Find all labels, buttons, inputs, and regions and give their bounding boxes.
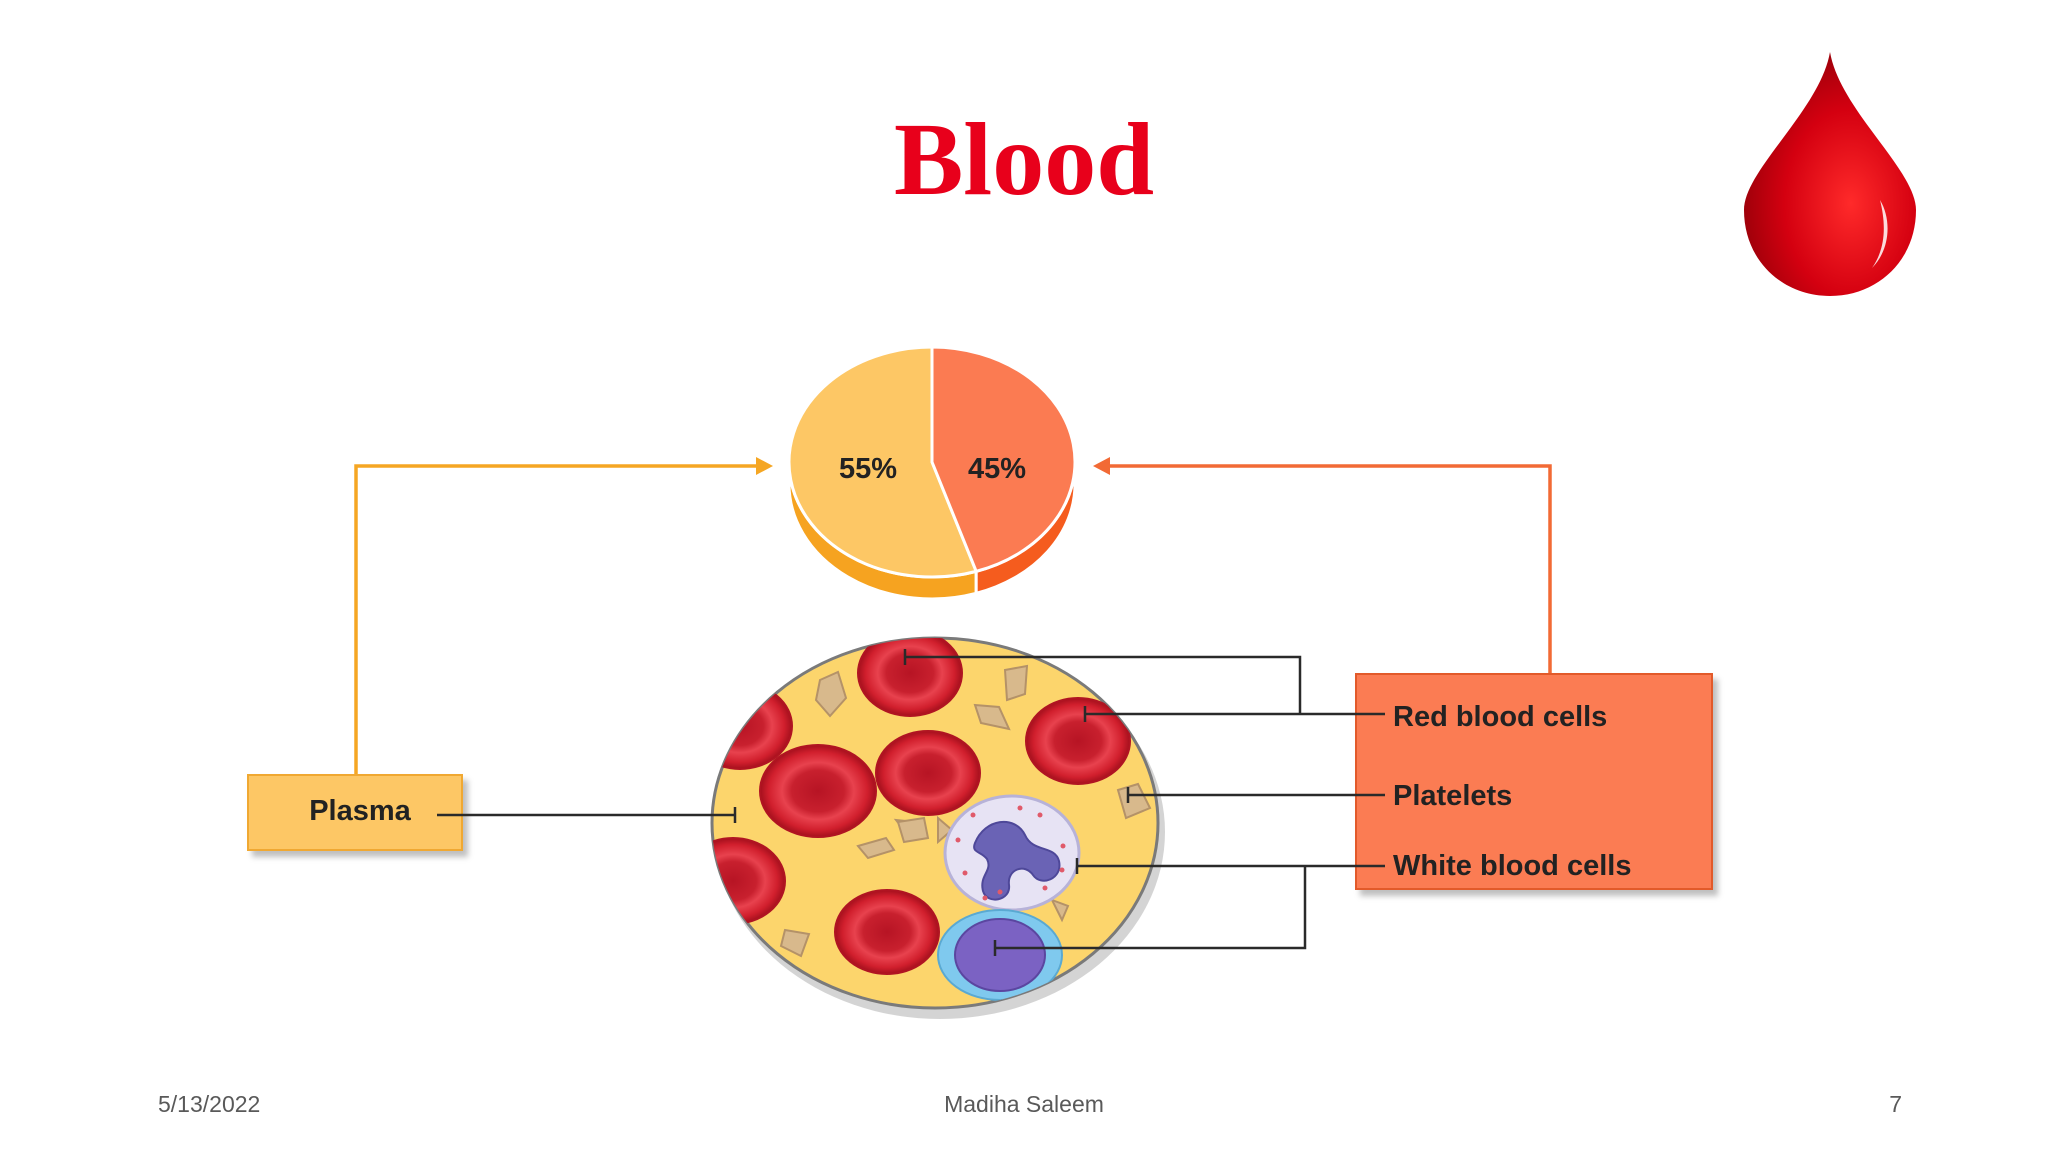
- leader-lines: [437, 649, 1385, 956]
- pie-slice-cells: [930, 345, 1077, 573]
- cells-label-box: Red blood cells Platelets White blood ce…: [1355, 673, 1713, 890]
- cells-arrow: [1093, 457, 1552, 674]
- white-blood-cells-group: [937, 794, 1081, 1001]
- pie-label-plasma: 55%: [839, 453, 897, 485]
- plasma-arrow: [354, 457, 773, 775]
- platelets-group: [779, 664, 1152, 958]
- footer-date: 5/13/2022: [158, 1091, 261, 1117]
- footer-page-number: 7: [1889, 1091, 1902, 1117]
- pie-label-cells: 45%: [968, 453, 1026, 485]
- red-blood-cells-label: Red blood cells: [1393, 701, 1607, 733]
- plasma-label-box: Plasma: [247, 774, 463, 851]
- platelets-label: Platelets: [1393, 780, 1512, 812]
- white-blood-cells-label: White blood cells: [1393, 850, 1631, 882]
- footer-author: Madiha Saleem: [944, 1091, 1104, 1117]
- red-blood-cells-group: [712, 638, 1131, 975]
- blood-sample-circle: [710, 636, 1165, 1019]
- pie-chart: 55% 45%: [787, 345, 1077, 601]
- pie-slice-plasma: [787, 345, 978, 579]
- slide-title: Blood: [893, 102, 1155, 217]
- plasma-label: Plasma: [309, 795, 411, 827]
- blood-drop-icon: [1744, 52, 1916, 296]
